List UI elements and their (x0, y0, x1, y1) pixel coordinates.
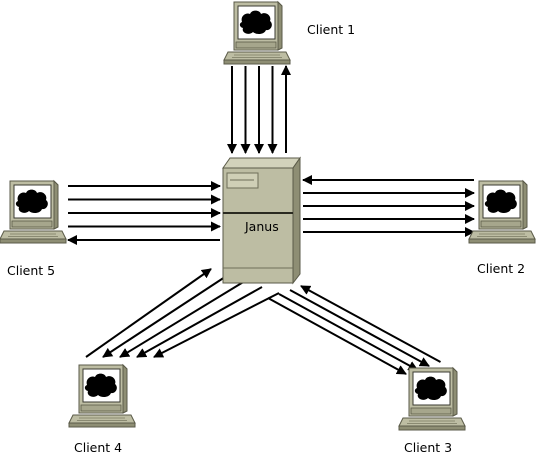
client-2-computer-icon (468, 180, 536, 244)
janus-server-icon (222, 156, 301, 285)
client-3-label: Client 3 (404, 440, 452, 455)
client-3-arrow-to-server (300, 285, 441, 363)
client-4-computer-icon (68, 364, 136, 428)
client-1-label: Client 1 (307, 22, 355, 37)
client-3-arrow-to-client (278, 293, 419, 371)
client-3-arrow-to-client (267, 297, 407, 375)
server-label: Janus (244, 219, 279, 234)
client-4-label: Client 4 (74, 440, 122, 455)
connection-arrows (67, 65, 475, 375)
client-4-arrow-to-client (119, 280, 246, 358)
client-3-computer-icon (398, 367, 466, 431)
client-4-arrow-to-client (153, 292, 280, 358)
client-4-arrow-to-client (102, 274, 229, 358)
client-5-label: Client 5 (7, 263, 55, 278)
client-4-arrow-to-server (85, 268, 212, 358)
client-5-computer-icon (0, 180, 67, 244)
client-2-label: Client 2 (477, 261, 525, 276)
client-1-computer-icon (223, 1, 291, 65)
client-3-arrow-to-client (289, 289, 430, 367)
client-4-arrow-to-client (136, 286, 263, 358)
